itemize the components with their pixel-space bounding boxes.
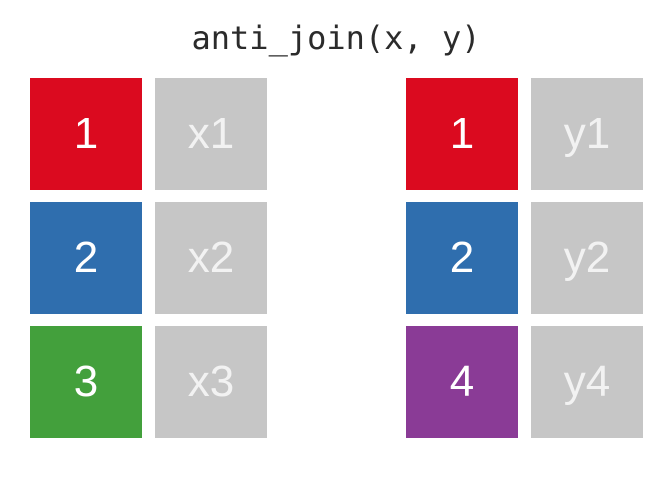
diagram-title: anti_join(x, y) (191, 19, 481, 57)
table-x-row2-key-cell: 2 (30, 202, 142, 314)
table-x-row3-key-cell: 3 (30, 326, 142, 438)
table-x-row2-value-cell: x2 (155, 202, 267, 314)
table-y-row2-value-cell: y2 (531, 202, 643, 314)
table-x-row1-value-cell: x1 (155, 78, 267, 190)
table-y-row1-value-cell: y1 (531, 78, 643, 190)
table-x: 1 x1 2 x2 3 x3 (30, 78, 267, 438)
table-y-row3-value-cell: y4 (531, 326, 643, 438)
table-y-row3-key-cell: 4 (406, 326, 518, 438)
table-x-row3-value-cell: x3 (155, 326, 267, 438)
table-x-row1-key-cell: 1 (30, 78, 142, 190)
table-y-row2-key-cell: 2 (406, 202, 518, 314)
table-y-row1-key-cell: 1 (406, 78, 518, 190)
table-y: 1 y1 2 y2 4 y4 (406, 78, 643, 438)
